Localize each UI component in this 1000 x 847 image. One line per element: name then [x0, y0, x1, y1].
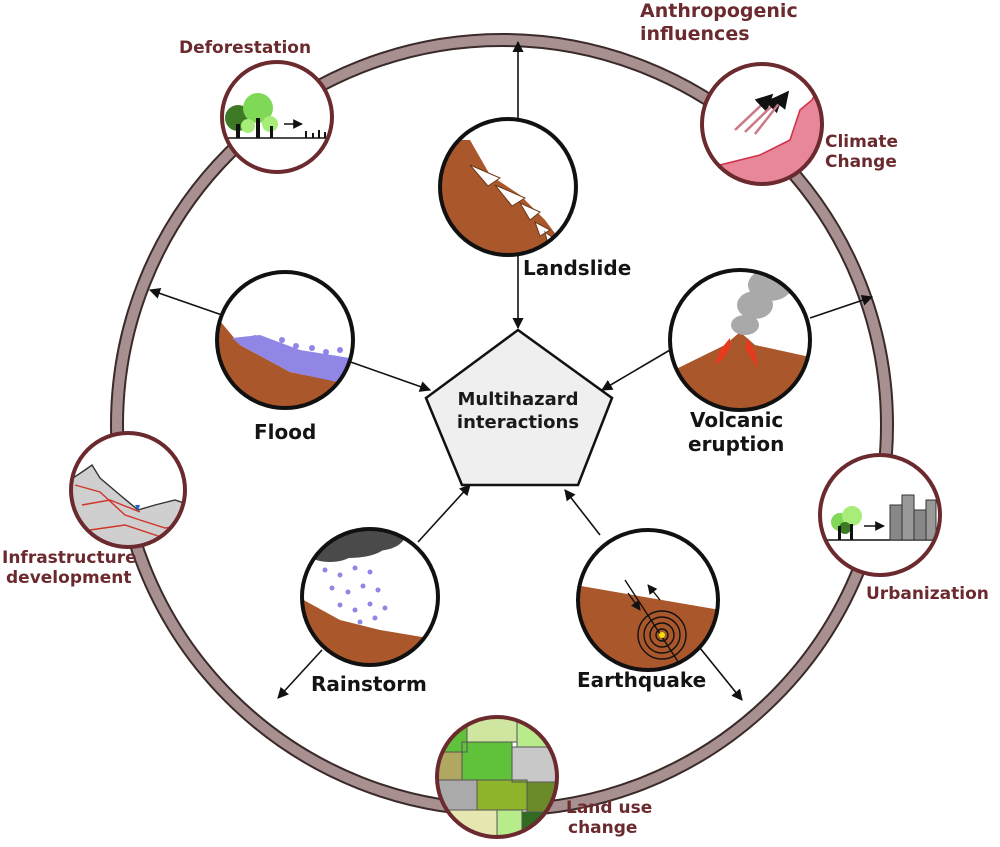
inward-arrows [344, 255, 671, 543]
earthquake-icon [576, 528, 720, 672]
anthropogenic-title: Anthropogenic influences [640, 0, 798, 46]
anthropogenic-title-line2: influences [640, 23, 750, 45]
climate-label-line2: Change [825, 152, 897, 172]
volcanic-label-line2: eruption [688, 432, 785, 456]
center-label: Multihazard interactions [438, 388, 598, 434]
arrow-flood-to-center [344, 359, 432, 392]
arrow-earthquake-to-ring [699, 647, 743, 701]
earthquake-label: Earthquake [577, 668, 707, 692]
volcano-icon [668, 268, 812, 412]
infrastructure-label-line2: development [6, 568, 132, 588]
land-use-change-icon [435, 715, 559, 839]
center-pentagon [424, 328, 614, 487]
rainstorm-label: Rainstorm [311, 672, 427, 696]
land-use-change-label: Land use change [566, 798, 652, 838]
climate-label-line1: Climate [825, 132, 898, 152]
landslide-label: Landslide [523, 256, 632, 280]
volcanic-eruption-label: Volcanic eruption [688, 408, 784, 456]
deforestation-icon [220, 60, 334, 174]
arrow-volcano-to-ring [809, 294, 874, 319]
arrow-volcano-to-center [601, 349, 671, 391]
climate-change-icon [700, 62, 824, 186]
anthropogenic-title-line1: Anthropogenic [640, 0, 798, 22]
outward-arrows [148, 40, 874, 701]
flood-label: Flood [254, 420, 317, 444]
landuse-label-line2: change [568, 818, 638, 838]
deforestation-label: Deforestation [179, 38, 312, 58]
center-label-line2: interactions [456, 412, 580, 433]
landuse-label-line1: Land use [566, 798, 653, 818]
arrow-flood-to-ring [148, 288, 223, 316]
urbanization-label: Urbanization [866, 584, 989, 604]
center-label-line1: Multihazard [457, 389, 579, 410]
arrow-rainstorm-to-center [417, 484, 471, 543]
urbanization-icon [818, 453, 942, 577]
flood-icon [215, 270, 355, 410]
infrastructure-label-line1: Infrastructure [2, 548, 137, 568]
landslide-icon [438, 117, 578, 257]
volcanic-label-line1: Volcanic [690, 408, 784, 432]
infrastructure-icon [69, 431, 187, 549]
infrastructure-development-label: Infrastructure development [2, 548, 137, 588]
climate-change-label: Climate Change [825, 132, 898, 172]
arrow-rainstorm-to-ring [277, 649, 323, 699]
arrow-earthquake-to-center [564, 489, 601, 536]
